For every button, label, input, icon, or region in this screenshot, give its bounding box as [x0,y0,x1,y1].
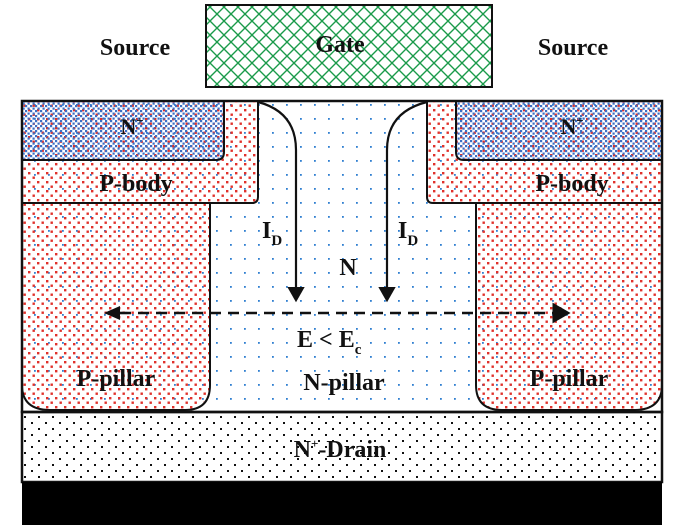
id-right-label: ID [398,218,418,249]
pbody-right-label: P-body [535,171,608,197]
pbody-left-label: P-body [99,171,172,197]
ppillar-left-label: P-pillar [77,366,156,392]
current-arrow-left [257,100,305,303]
gate-label: Gate [315,32,365,58]
gate-electrode [205,4,493,88]
drain-metal [22,482,662,525]
field-relation-label: E < Ec [297,327,362,358]
npillar-label: N-pillar [303,370,385,396]
id-left-label: ID [262,218,282,249]
drain-label: N+-Drain [294,436,387,463]
current-arrow-right [378,100,428,303]
nplus-region-right [455,100,663,161]
field-arrowhead-left [104,306,120,320]
nplus-right-label: N+ [560,113,583,139]
ppillar-right-label: P-pillar [530,366,609,392]
nplus-left-label: N+ [120,113,143,139]
p-pillar-left [21,202,211,411]
nplus-region-left [21,100,225,161]
source-left-label: Source [100,35,171,61]
source-right-label: Source [538,35,609,61]
n-region-label: N [339,255,357,281]
